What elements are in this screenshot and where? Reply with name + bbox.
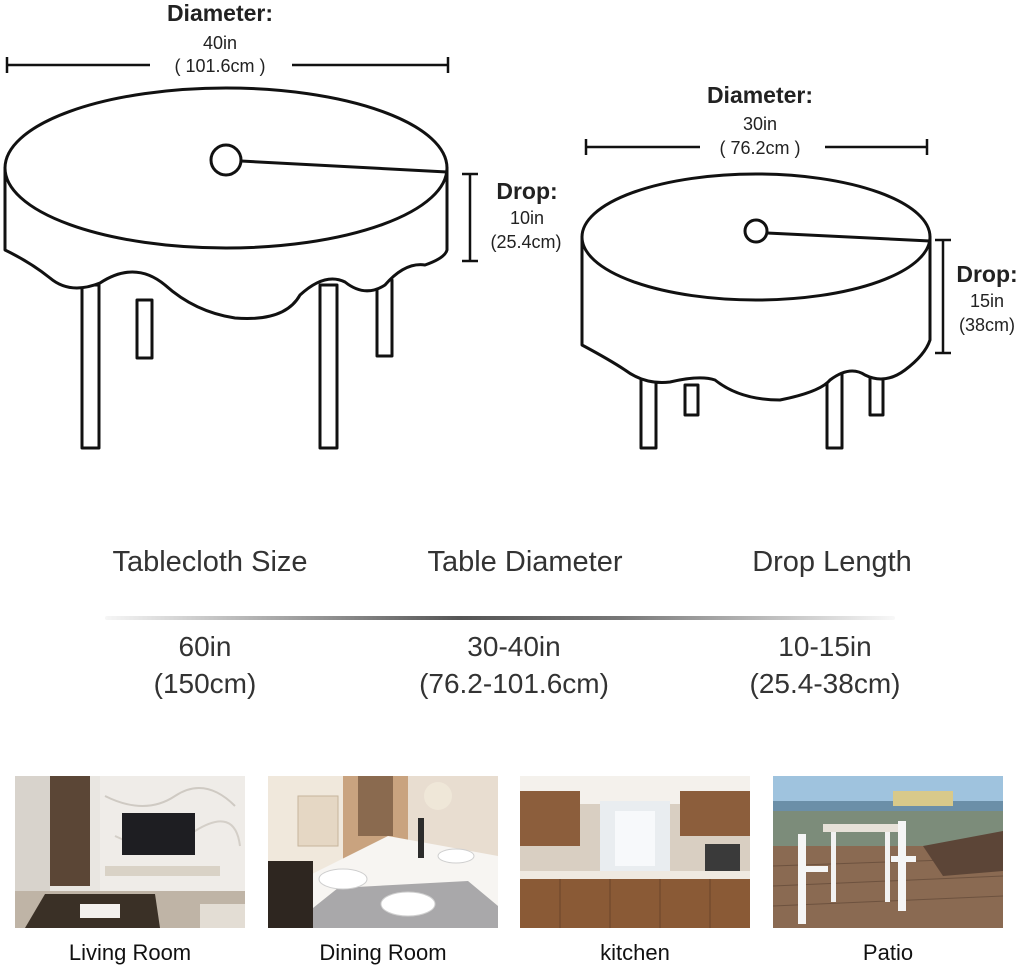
value-table-diameter: 30-40in (76.2-101.6cm) bbox=[394, 628, 634, 702]
spec-divider bbox=[105, 616, 895, 620]
large-drop-cm: (25.4cm) bbox=[490, 232, 562, 252]
small-drop-in: 15in bbox=[969, 291, 1005, 311]
large-diameter-cm: ( 101.6cm ) bbox=[174, 56, 266, 76]
value-table-diameter-cm: (76.2-101.6cm) bbox=[419, 668, 609, 699]
small-diameter-cm: ( 76.2cm ) bbox=[719, 138, 801, 158]
small-table-center bbox=[743, 218, 769, 244]
kitchen-label: kitchen bbox=[600, 940, 670, 965]
small-diameter-title: Diameter: bbox=[706, 82, 814, 108]
value-drop-length: 10-15in (25.4-38cm) bbox=[725, 628, 925, 702]
living-room-photo bbox=[15, 776, 245, 928]
value-drop-length-in: 10-15in bbox=[778, 631, 872, 662]
living-room-label: Living Room bbox=[68, 940, 192, 965]
large-table-legs bbox=[80, 278, 394, 450]
small-drop-title: Drop: bbox=[956, 261, 1018, 287]
patio-label: Patio bbox=[862, 940, 914, 965]
value-tablecloth-size-cm: (150cm) bbox=[153, 668, 257, 699]
value-table-diameter-in: 30-40in bbox=[467, 631, 561, 662]
tablecloth-diagram bbox=[3, 57, 951, 450]
patio-photo bbox=[773, 776, 1003, 928]
large-diameter-title: Diameter: bbox=[166, 0, 274, 26]
header-tablecloth-size: Tablecloth Size bbox=[112, 546, 308, 578]
small-drop-cm: (38cm) bbox=[958, 315, 1015, 335]
small-diameter-in: 30in bbox=[742, 114, 778, 134]
kitchen-photo bbox=[520, 776, 750, 928]
dining-room-photo bbox=[268, 776, 498, 928]
value-drop-length-cm: (25.4-38cm) bbox=[749, 668, 901, 699]
large-drop-in: 10in bbox=[509, 208, 545, 228]
large-table-radius bbox=[240, 159, 448, 174]
large-drop-title: Drop: bbox=[496, 178, 558, 204]
value-tablecloth-size: 60in (150cm) bbox=[105, 628, 305, 702]
header-table-diameter: Table Diameter bbox=[427, 546, 623, 578]
small-table-radius bbox=[766, 231, 931, 243]
large-table-center bbox=[209, 143, 243, 177]
header-drop-length: Drop Length bbox=[752, 546, 912, 578]
dining-room-label: Dining Room bbox=[319, 940, 447, 965]
large-diameter-in: 40in bbox=[202, 33, 238, 53]
value-tablecloth-size-in: 60in bbox=[178, 631, 232, 662]
